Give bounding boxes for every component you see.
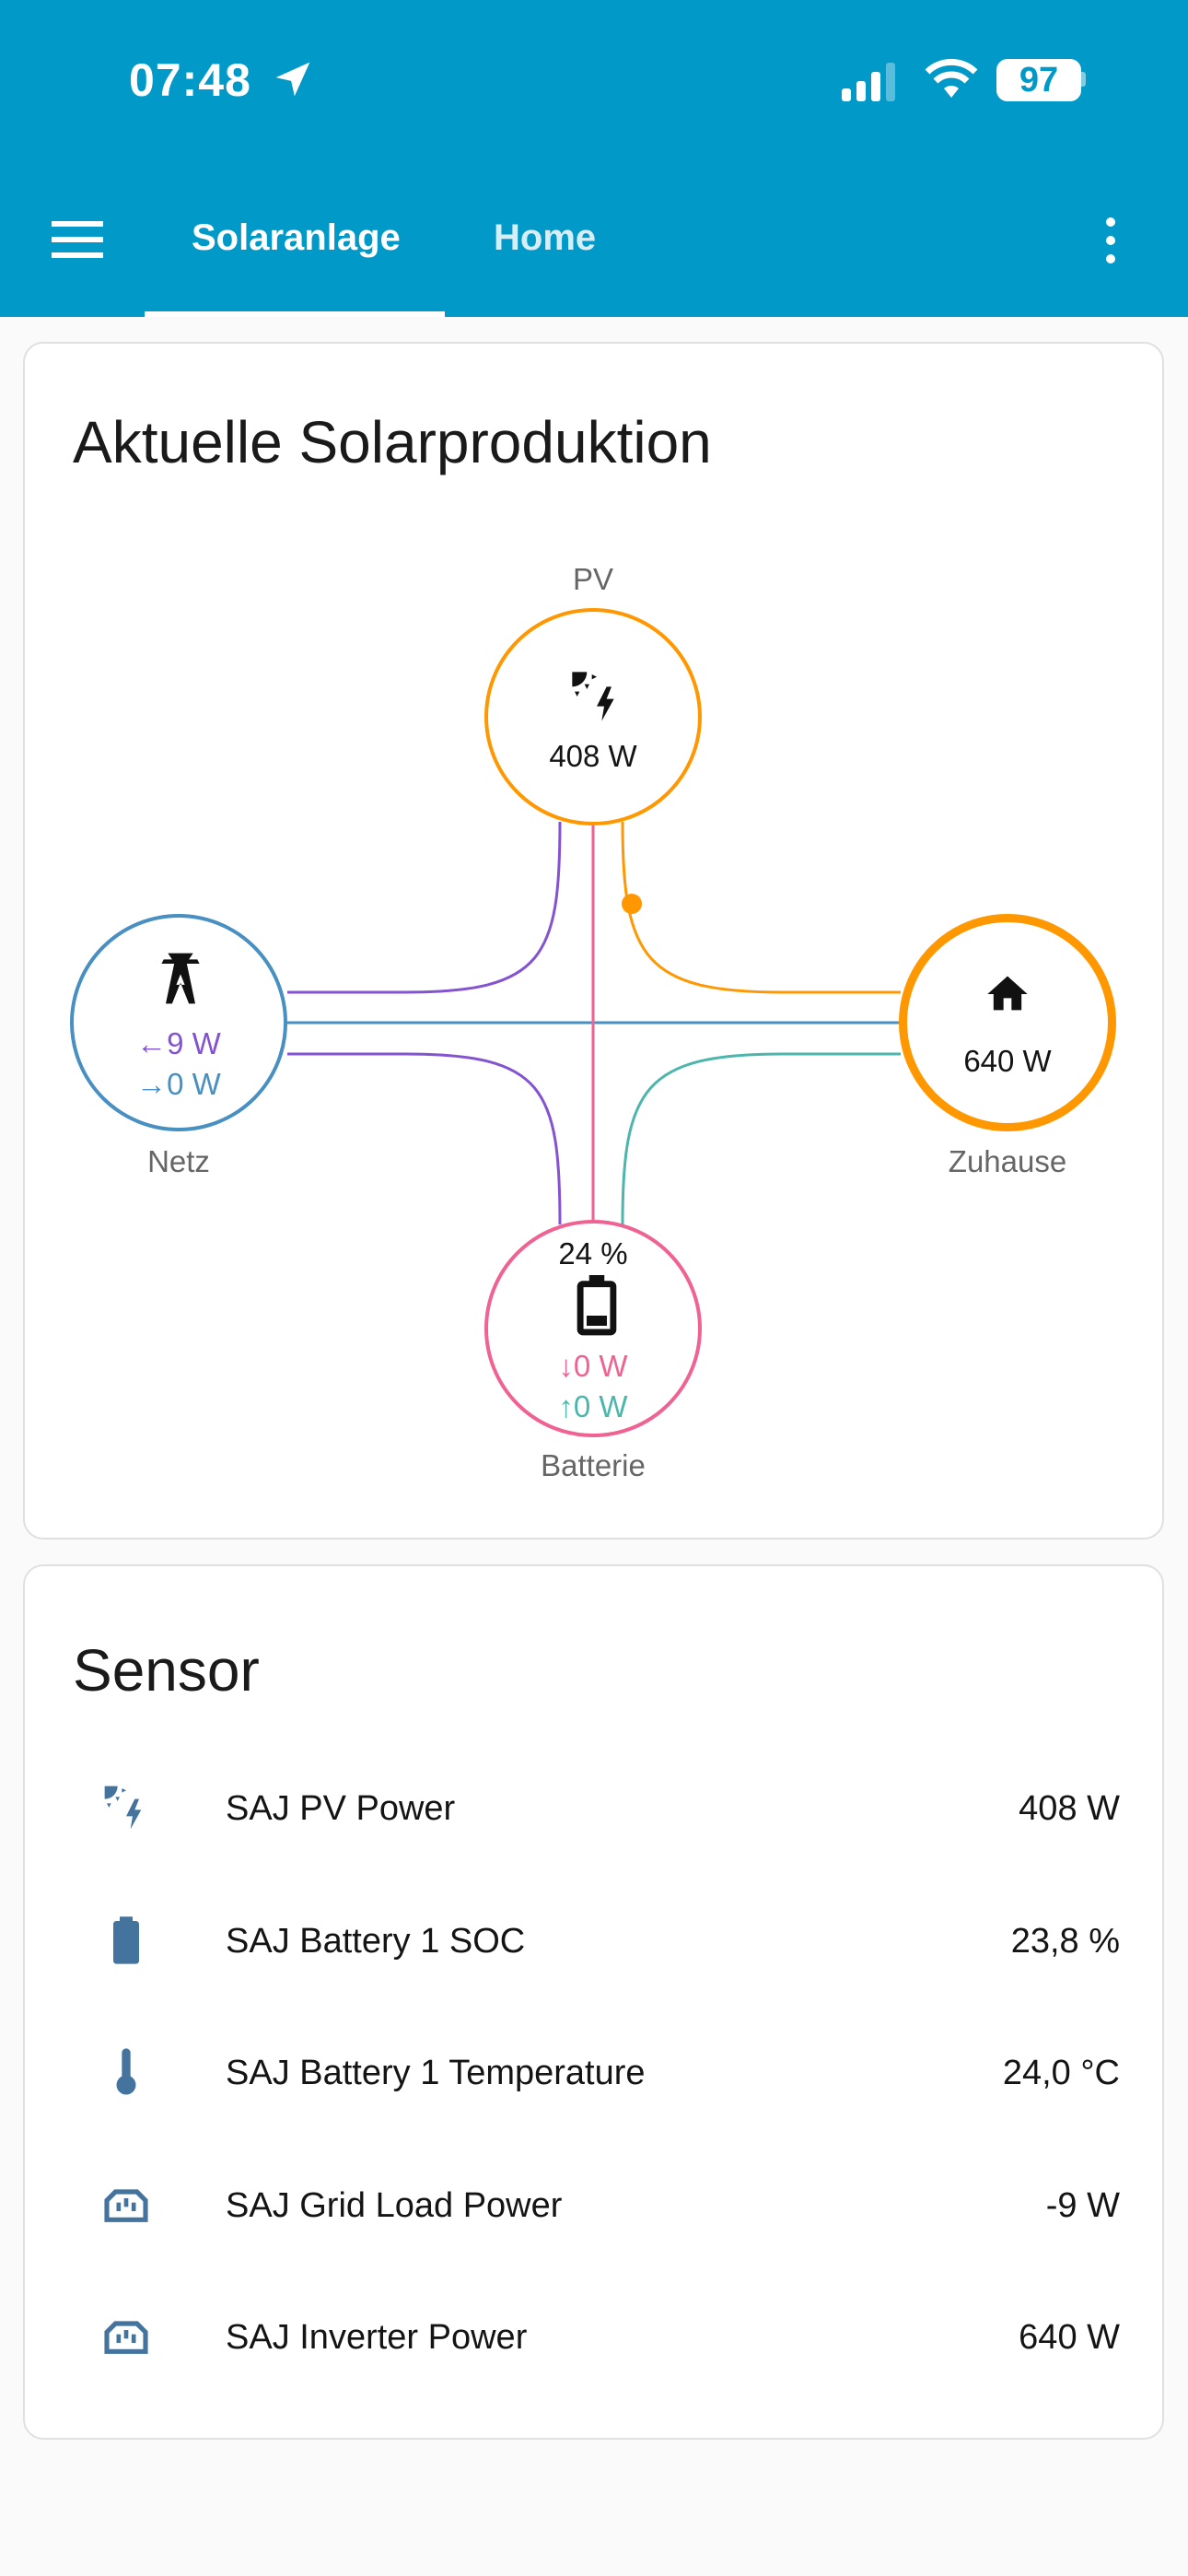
pv-power: 408 W [549, 739, 637, 773]
sensor-row-inverter-power[interactable]: SAJ Inverter Power 640 W [25, 2290, 1166, 2383]
power-socket-icon [104, 2321, 148, 2354]
grid-node[interactable]: ←9 W →0 W [70, 914, 287, 1131]
wifi-icon [925, 58, 978, 98]
sensor-row-battery-soc[interactable]: SAJ Battery 1 SOC 23,8 % [25, 1894, 1166, 1986]
grid-export-value: 0 W [167, 1067, 221, 1101]
flow-pv-to-home [621, 821, 901, 994]
battery-soc: 24 % [558, 1236, 628, 1270]
sensor-card: Sensor SAJ PV Power 408 W SAJ Battery 1 … [23, 1564, 1164, 2440]
sensor-value: -9 W [1045, 2186, 1120, 2225]
arrow-down-icon: ↓ [558, 1349, 574, 1383]
home-power: 640 W [963, 1044, 1052, 1078]
energy-flow-lines [287, 821, 901, 1225]
arrow-right-icon: → [136, 1067, 168, 1101]
transmission-tower-icon [161, 953, 200, 1004]
home-label: Zuhause [948, 1144, 1067, 1178]
sensor-name: SAJ Battery 1 Temperature [226, 2054, 646, 2092]
sensor-row-battery-temperature[interactable]: SAJ Battery 1 Temperature 24,0 °C [25, 2026, 1166, 2118]
solar-power-icon [104, 1786, 142, 1830]
active-tab-indicator [145, 311, 445, 317]
flow-pv-to-grid [287, 821, 562, 994]
card-title: Aktuelle Solarproduktion [73, 409, 712, 475]
battery-level: 97 [996, 59, 1081, 101]
battery-icon [113, 1916, 139, 1964]
solar-power-icon [572, 672, 614, 721]
battery-nub [1081, 72, 1086, 87]
sensor-name: SAJ Battery 1 SOC [226, 1922, 526, 1961]
flow-grid-to-battery [287, 1052, 562, 1225]
grid-label: Netz [147, 1144, 210, 1178]
battery-in: ↓0 W [488, 1349, 698, 1384]
arrow-left-icon: ← [136, 1026, 168, 1060]
sensor-value: 408 W [1019, 1789, 1120, 1828]
sensor-name: SAJ Grid Load Power [226, 2186, 563, 2225]
sensor-row-pv-power[interactable]: SAJ PV Power 408 W [25, 1762, 1166, 1854]
home-node[interactable]: 640 W [899, 914, 1116, 1131]
grid-export: →0 W [74, 1067, 284, 1102]
tab-home[interactable]: Home [494, 217, 597, 258]
battery-in-value: 0 W [573, 1349, 628, 1383]
sensor-name: SAJ PV Power [226, 1789, 456, 1828]
app-header: 07:48 97 Solaranlage Home [0, 0, 1188, 317]
pv-label: PV [572, 562, 614, 596]
battery-out-value: 0 W [573, 1389, 628, 1423]
home-icon [987, 976, 1028, 1011]
tab-solaranlage[interactable]: Solaranlage [192, 217, 401, 258]
flow-battery-to-home [621, 1052, 901, 1225]
menu-button[interactable] [52, 221, 103, 258]
cellular-signal-icon [842, 63, 895, 101]
more-options-button[interactable] [1101, 217, 1120, 263]
battery-low-icon [577, 1275, 617, 1336]
location-arrow-icon [275, 62, 310, 97]
flow-dot [622, 894, 642, 914]
arrow-up-icon: ↑ [558, 1389, 574, 1423]
power-socket-icon [104, 2189, 148, 2222]
battery-label: Batterie [541, 1448, 646, 1482]
battery-out: ↑0 W [488, 1389, 698, 1424]
thermometer-icon [116, 2048, 136, 2095]
sensor-row-grid-load-power[interactable]: SAJ Grid Load Power -9 W [25, 2159, 1166, 2251]
sensor-value: 24,0 °C [1002, 2054, 1120, 2092]
status-time: 07:48 [129, 54, 251, 106]
sensor-value: 640 W [1019, 2318, 1120, 2357]
sensor-value: 23,8 % [1010, 1922, 1120, 1961]
pv-node[interactable]: 408 W [484, 608, 702, 825]
card-title: Sensor [73, 1637, 260, 1704]
grid-import-value: 9 W [167, 1026, 221, 1060]
sensor-name: SAJ Inverter Power [226, 2318, 528, 2357]
grid-import: ←9 W [74, 1026, 284, 1061]
battery-node[interactable]: 24 % ↓0 W ↑0 W [484, 1220, 702, 1437]
